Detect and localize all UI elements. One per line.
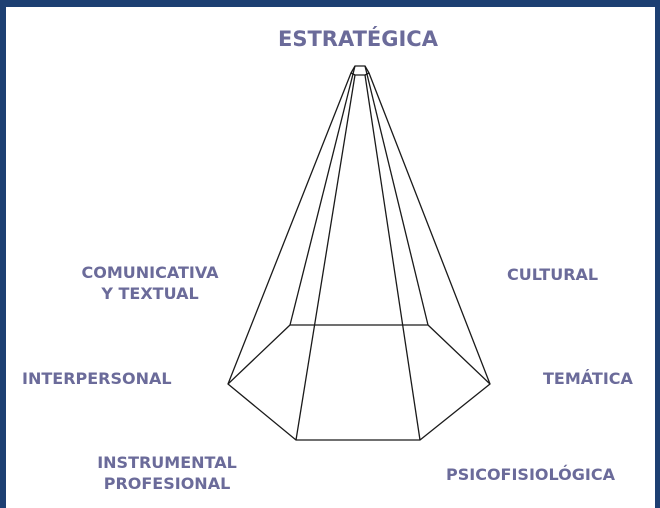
label-instrumental-line1: INSTRUMENTAL [97,453,237,472]
pyramid-edge [364,74,421,441]
pyramid-edge [227,72,352,385]
label-interpersonal: INTERPERSONAL [22,369,172,388]
label-comunicativa-line1: COMUNICATIVA [81,263,219,282]
label-instrumental-profesional: INSTRUMENTAL PROFESIONAL [72,452,262,494]
pyramid-edge [295,74,356,441]
pyramid-edge [368,72,491,385]
label-tematica: TEMÁTICA [543,369,633,388]
pyramid-base [227,324,491,441]
label-psicofisiologica: PSICOFISIOLÓGICA [446,465,615,484]
pyramid-edge-hidden [289,65,356,326]
label-comunicativa-textual: COMUNICATIVA Y TEXTUAL [55,262,245,304]
label-instrumental-line2: PROFESIONAL [103,474,231,493]
label-comunicativa-line2: Y TEXTUAL [101,284,199,303]
pyramid-edge-hidden [364,65,429,326]
label-estrategica: ESTRATÉGICA [278,27,438,51]
label-cultural: CULTURAL [507,265,599,284]
